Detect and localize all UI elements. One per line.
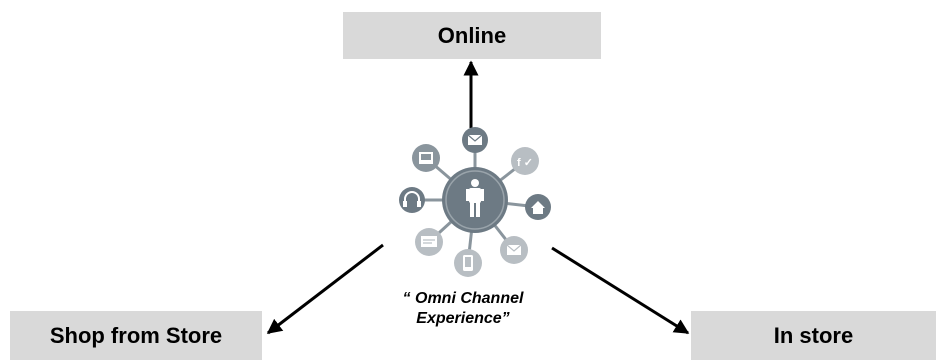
online-label: Online	[437, 22, 507, 48]
online-node: Online	[343, 12, 601, 59]
home-icon	[525, 194, 551, 220]
headset-icon	[399, 187, 425, 213]
person-hub	[442, 167, 508, 233]
arrow-to-shop-from-store	[266, 243, 384, 335]
person-icon	[466, 179, 484, 217]
social-icon: f ✓	[511, 147, 539, 175]
shop-from-store-label: Shop from Store	[49, 322, 223, 348]
arrow-to-in-store	[551, 246, 690, 335]
email-icon	[462, 127, 488, 153]
mobile-icon	[454, 249, 482, 277]
shop-from-store-node: Shop from Store	[10, 311, 262, 360]
caption-line-2: Experience”	[416, 310, 510, 327]
omni-channel-caption: “ Omni Channel Experience”	[363, 289, 563, 329]
sms-icon	[415, 228, 443, 256]
in-store-label: In store	[773, 322, 854, 348]
svg-text:f ✓: f ✓	[517, 157, 533, 169]
in-store-node: In store	[691, 311, 936, 360]
mail-icon	[500, 236, 528, 264]
caption-line-1: “ Omni Channel	[402, 290, 524, 307]
tablet-icon	[412, 144, 440, 172]
